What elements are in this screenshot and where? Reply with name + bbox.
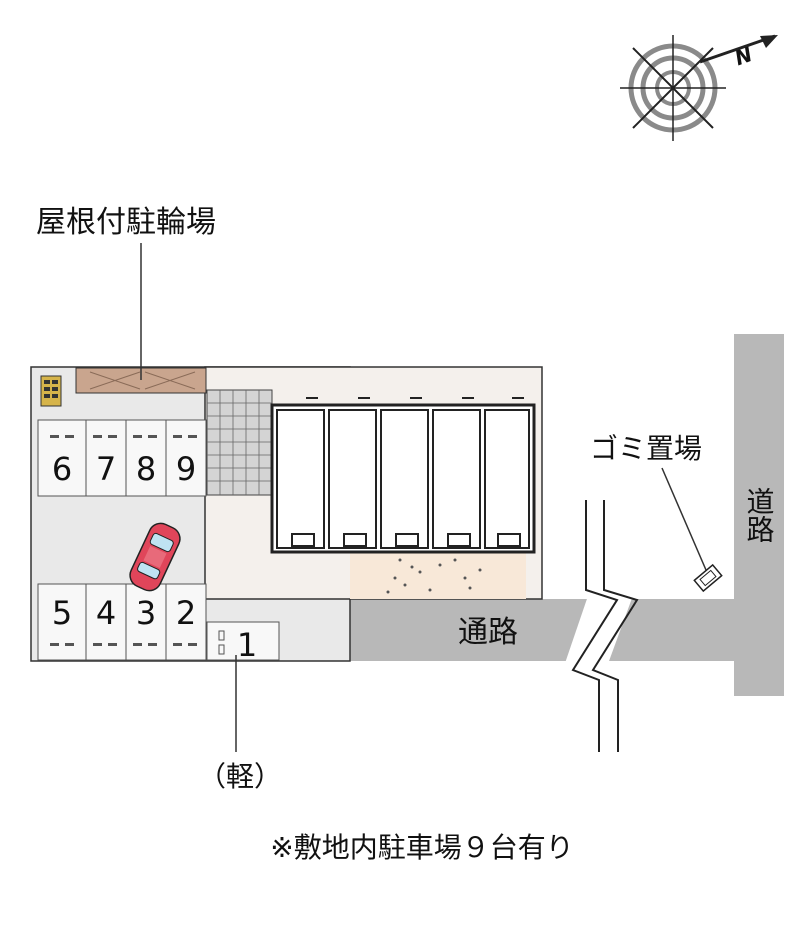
tiled-area (206, 389, 273, 496)
garbage-leader (661, 467, 707, 571)
parking-count-footnote: ※敷地内駐車場９台有り (270, 831, 573, 864)
garbage-icon (693, 563, 723, 593)
compass-north-label: N (732, 42, 756, 70)
compass-icon (620, 34, 778, 141)
sand-area (350, 552, 526, 599)
parking-space-5: 5 (52, 594, 72, 632)
parking-space-3: 3 (136, 594, 156, 632)
parking-space-1: 1 (237, 626, 257, 664)
parking-space-7: 7 (96, 450, 116, 488)
unit-1 (276, 409, 325, 549)
parking-space-6: 6 (52, 450, 72, 488)
mailbox-slots (44, 380, 58, 398)
car-icon (129, 522, 181, 592)
bike-parking-label: 屋根付駐輪場 (36, 205, 216, 240)
bike-roof-pattern (89, 371, 196, 390)
wheel-stops-kei (218, 630, 225, 655)
tile-grid (207, 390, 272, 495)
parking-space-2: 2 (176, 594, 196, 632)
unit-4 (432, 409, 481, 549)
parking-space-9: 9 (176, 450, 196, 488)
unit-5 (484, 409, 530, 549)
wheel-stops-bottom (50, 643, 197, 646)
main-road (734, 334, 784, 696)
building (270, 397, 536, 554)
wheel-stops-top (50, 435, 197, 438)
unit-3 (380, 409, 429, 549)
parking-row-top (37, 419, 207, 497)
road-break-mark (562, 500, 639, 752)
gravel-dots (386, 558, 482, 594)
kei-note-label: （軽） (198, 760, 282, 793)
parking-row-bottom (37, 583, 207, 661)
parking-space-8: 8 (136, 450, 156, 488)
unit-2 (328, 409, 377, 549)
passage-road-label: 通路 (458, 615, 518, 650)
main-road-label: 道路 (743, 487, 776, 543)
garbage-label: ゴミ置場 (590, 432, 702, 465)
parking-space-4: 4 (96, 594, 116, 632)
passage-road (350, 599, 734, 661)
